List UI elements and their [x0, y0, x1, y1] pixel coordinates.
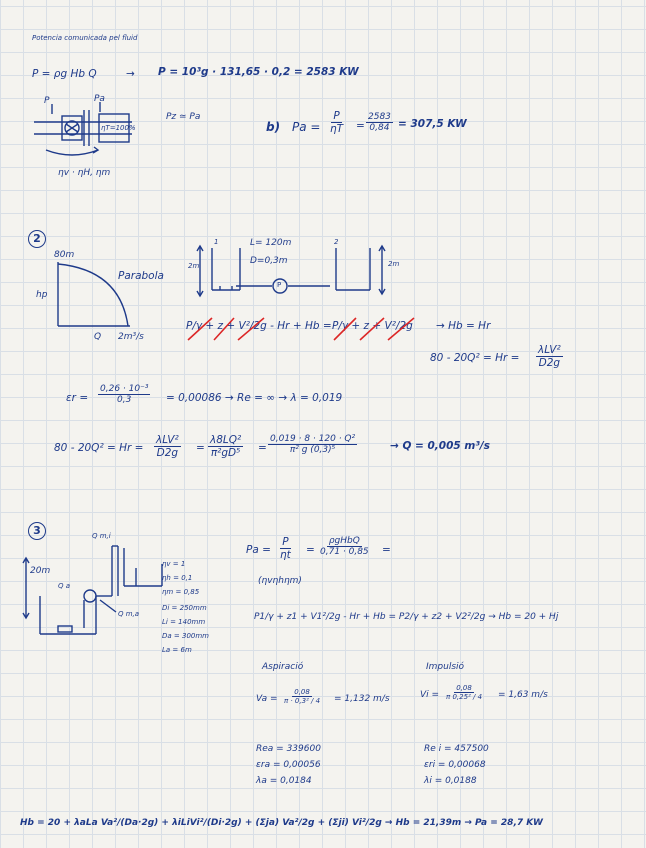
param-0: ηv = 1 — [162, 560, 186, 568]
height-2: 2m — [388, 260, 400, 268]
va-result: = 1,132 m/s — [334, 694, 390, 704]
tank-1-label: 1 — [214, 238, 219, 246]
rel-rough-label: εr = — [66, 392, 89, 404]
bernoulli-lhs: P/γ + z + V²/2g - Hr + Hb = — [186, 320, 332, 332]
head-equation: 80 - 20Q² = Hr = — [430, 352, 520, 364]
discharge-heading: Impulsió — [426, 662, 465, 672]
bernoulli-result: → Hb = Hr — [436, 320, 491, 332]
flow-bottom: Q m,a — [118, 610, 140, 618]
arrow: → — [126, 68, 135, 80]
pa-eq-3: Pa = — [246, 544, 271, 556]
x-unit: 2m³/s — [118, 332, 144, 342]
section-number-3: 3 — [28, 522, 46, 540]
param-3: Di = 250mm — [162, 604, 207, 612]
bernoulli-rhs: P/γ + z + V²/2g — [332, 320, 413, 332]
roughness-result: = 0,00086 → Re = ∞ → λ = 0,019 — [166, 392, 343, 404]
part-b-label: b) — [266, 120, 281, 134]
head-eq-2: 80 - 20Q² = Hr = — [54, 442, 144, 454]
pump-symbol: P — [277, 281, 282, 289]
efficiencies: ηv · ηH, ηm — [58, 168, 111, 178]
suction-heading: Aspiració — [262, 662, 304, 672]
label-pa: Pa — [94, 94, 105, 104]
height-20m: 20m — [30, 566, 51, 576]
param-1: ηh = 0,1 — [162, 574, 193, 582]
flow-result: → Q = 0,005 m³/s — [390, 440, 490, 452]
vi-label: Vi = — [420, 690, 440, 700]
power-value: P = 10³g · 131,65 · 0,2 = 2583 KW — [158, 66, 359, 78]
rough-suction: εra = 0,00056 — [256, 760, 321, 770]
param-5: Da = 300mm — [162, 632, 209, 640]
section-number-2: 2 — [28, 230, 46, 248]
final-equation: Hb = 20 + λaLa Va²/(Da·2g) + λiLiVi²/(Di… — [20, 818, 543, 828]
pipe-diameter: D=0,3m — [250, 256, 288, 266]
param-6: La = 6m — [162, 646, 192, 654]
result-pa-1: = 307,5 KW — [398, 118, 467, 130]
efficiency-box: ηT=100% — [101, 124, 136, 132]
lambda-suction: λa = 0,0184 — [256, 776, 312, 786]
flow-top: Q m,i — [92, 532, 111, 540]
va-label: Va = — [256, 694, 278, 704]
param-2: ηm = 0,85 — [162, 588, 200, 596]
height-1: 2m — [188, 262, 200, 270]
section1-title: Potencia comunicada pel fluid — [32, 34, 138, 42]
y-top: 80m — [54, 250, 75, 260]
power-formula: P = ρg Hb Q — [32, 68, 97, 80]
pa-equals: Pa = — [292, 120, 321, 134]
re-suction: Rea = 339600 — [256, 744, 321, 754]
pipe-length: L= 120m — [250, 238, 292, 248]
curve-label: Parabola — [118, 270, 164, 282]
label-p: P — [44, 96, 50, 106]
pressure-approx: Pz ≃ Pa — [166, 112, 201, 122]
re-discharge: Re i = 457500 — [424, 744, 489, 754]
vi-result: = 1,63 m/s — [498, 690, 548, 700]
bernoulli-3: P1/γ + z1 + V1²/2g - Hr + Hb = P2/γ + z2… — [254, 612, 559, 622]
efficiency-product: (ηvηhηm) — [258, 576, 302, 586]
param-4: Li = 140mm — [162, 618, 206, 626]
rough-discharge: εri = 0,00068 — [424, 760, 486, 770]
flow-left: Q a — [58, 582, 71, 590]
lambda-discharge: λi = 0,0188 — [424, 776, 477, 786]
tank-2-label: 2 — [334, 238, 339, 246]
x-label: Q — [94, 332, 102, 342]
y-label: hp — [36, 290, 48, 300]
